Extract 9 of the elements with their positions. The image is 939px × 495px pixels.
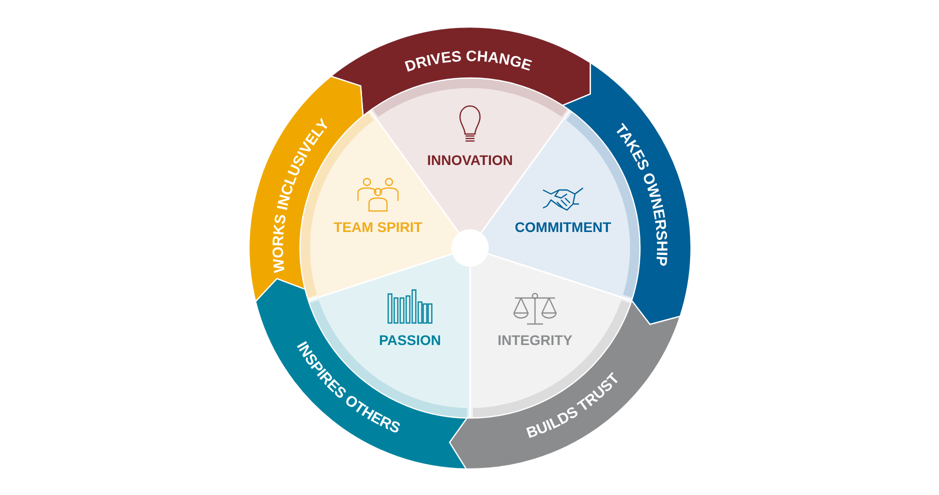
slice-label: INNOVATION — [427, 152, 513, 168]
slice-label: INTEGRITY — [498, 332, 572, 348]
ring-segment — [254, 278, 468, 470]
segment-label: DRIVES CHANGE — [403, 48, 534, 76]
slice-label: PASSION — [379, 332, 441, 348]
ring-segment — [448, 300, 681, 470]
slice-label: TEAM SPIRIT — [334, 219, 422, 235]
ring-segment — [330, 26, 591, 116]
slice-label: COMMITMENT — [514, 219, 612, 235]
